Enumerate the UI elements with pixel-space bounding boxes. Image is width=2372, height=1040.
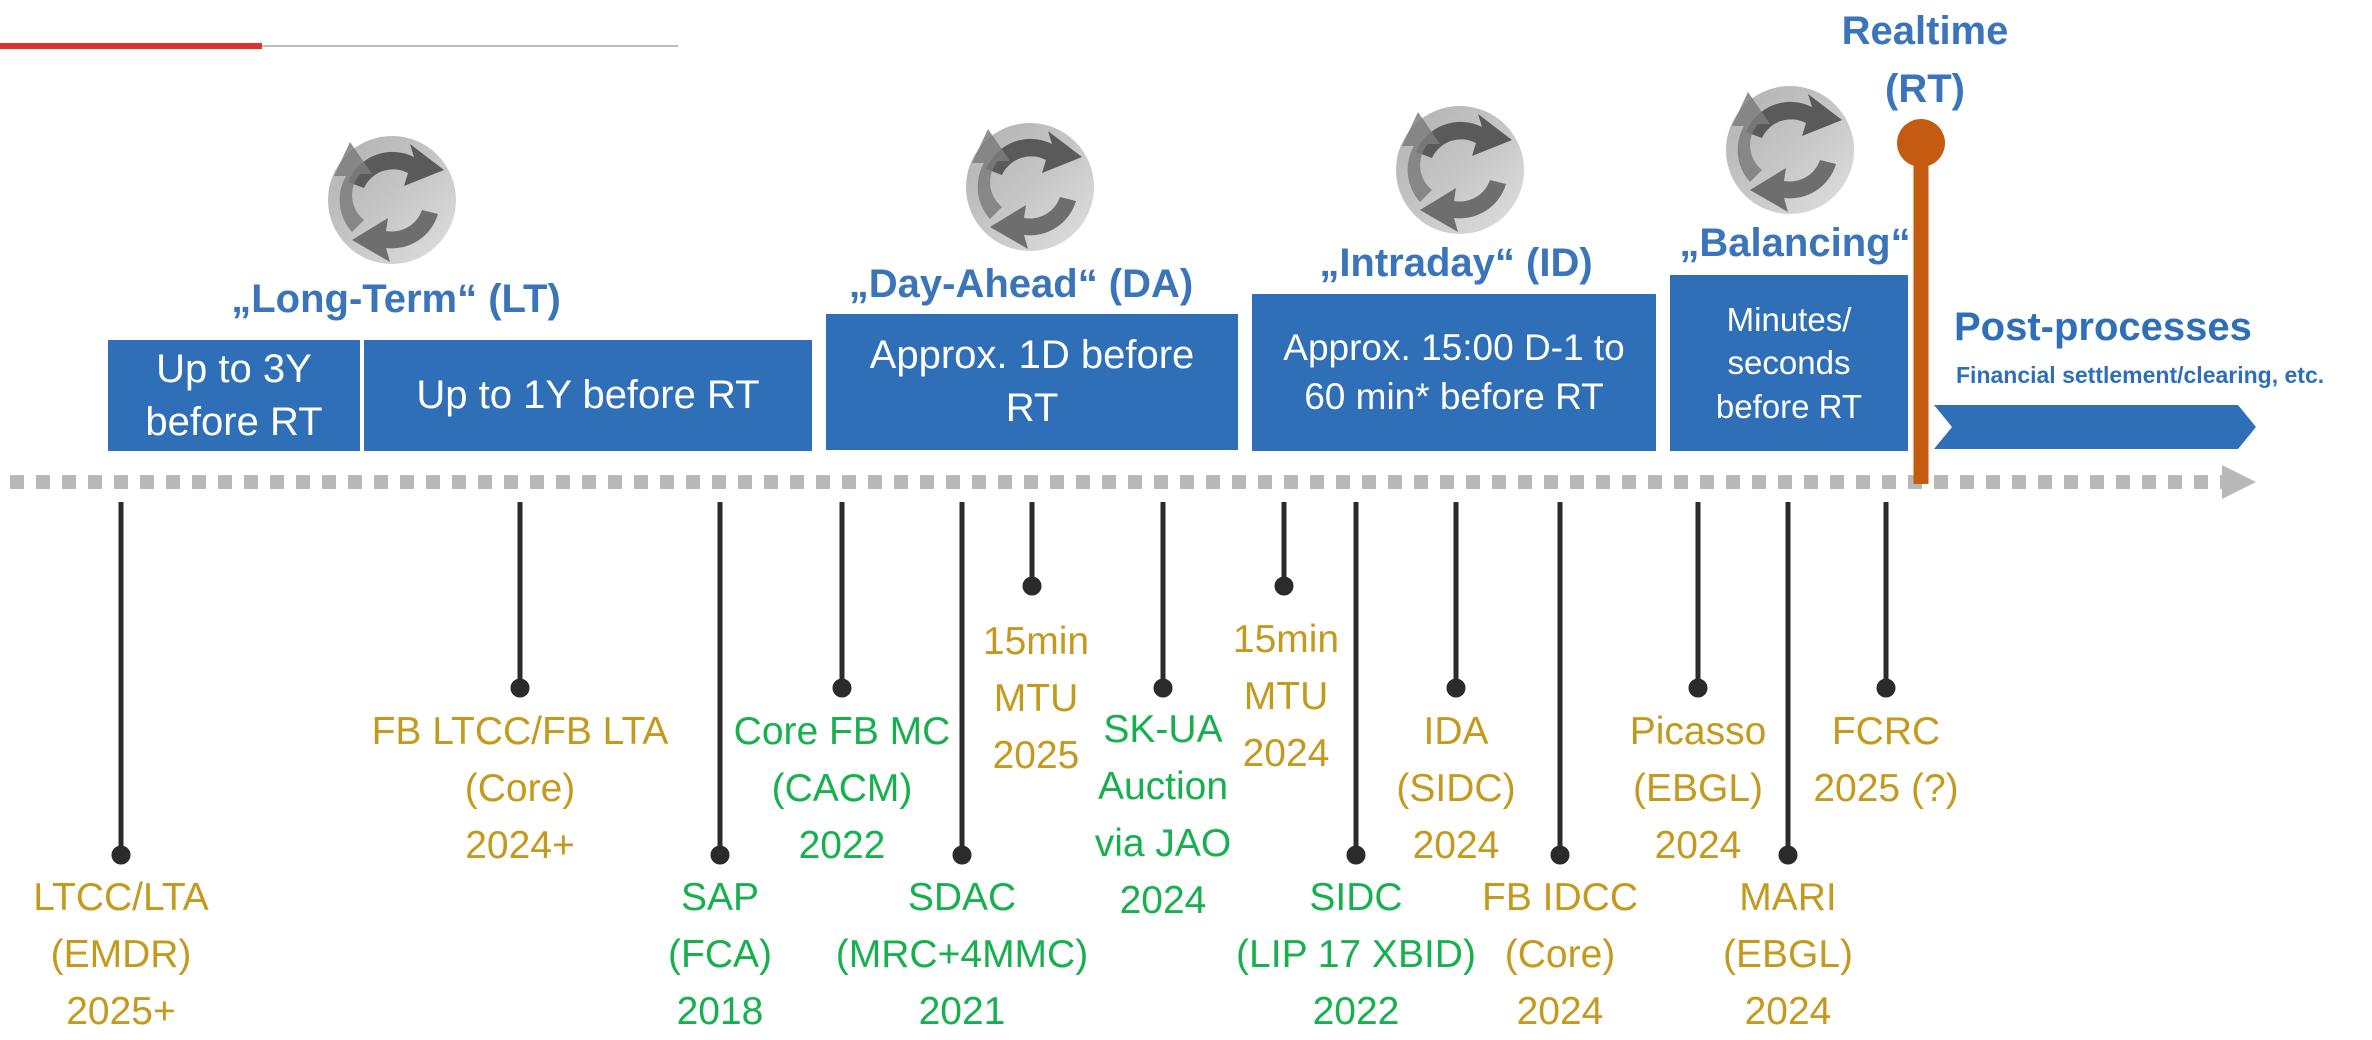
- label-line: 2024: [1654, 824, 1742, 867]
- day-ahead-title: „Day-Ahead“ (DA): [848, 262, 1194, 306]
- header-accent-grey: [262, 45, 678, 47]
- long-term-box-3y: Up to 3Y before RT: [108, 340, 360, 451]
- label-fb-idcc: FB IDCC (Core) 2024: [1482, 869, 1638, 1040]
- label-ida: IDA (SIDC) 2024: [1396, 703, 1515, 874]
- label-sk-ua: SK-UA Auction via JAO 2024: [1095, 701, 1232, 929]
- realtime-title: Realtime (RT): [1836, 2, 2014, 118]
- label-line: 2022: [1312, 990, 1400, 1033]
- label-line: 2024: [1744, 990, 1832, 1033]
- label-line: 2022: [798, 824, 886, 867]
- long-term-box-1y: Up to 1Y before RT: [364, 340, 812, 451]
- label-line: Core FB MC: [733, 710, 951, 753]
- drop-dot-mtu-2025: [1022, 576, 1042, 596]
- label-line: 2024: [1412, 824, 1500, 867]
- label-line: 2024+: [465, 824, 575, 867]
- label-sidc: SIDC (LIP 17 XBID) 2022: [1236, 869, 1476, 1040]
- label-line: (EMDR): [50, 933, 192, 976]
- drop-dot-fcrc: [1876, 678, 1896, 698]
- label-line: SIDC: [1309, 876, 1403, 919]
- label-line: 2021: [918, 990, 1006, 1033]
- label-line: 15min: [982, 620, 1090, 663]
- label-fb-ltcc: FB LTCC/FB LTA (Core) 2024+: [372, 703, 669, 874]
- label-line: 2024: [1119, 879, 1207, 922]
- label-line: MTU: [993, 677, 1079, 720]
- drop-dot-sk-ua: [1153, 678, 1173, 698]
- intraday-title: „Intraday“ (ID): [1319, 241, 1593, 285]
- drop-dot-ltcc: [111, 845, 131, 865]
- post-processes-subtitle: Financial settlement/clearing, etc.: [1956, 362, 2325, 388]
- label-line: FCRC: [1831, 710, 1941, 753]
- label-line: (LIP 17 XBID): [1236, 933, 1476, 976]
- label-picasso: Picasso (EBGL) 2024: [1630, 703, 1767, 874]
- label-line: (SIDC): [1396, 767, 1516, 810]
- drop-dot-ida: [1446, 678, 1466, 698]
- long-term-title: „Long-Term“ (LT): [231, 277, 561, 321]
- balancing-title: „Balancing“: [1679, 221, 1911, 265]
- label-line: 2025 (?): [1813, 767, 1959, 810]
- label-line: via JAO: [1094, 822, 1232, 865]
- label-line: 2025+: [66, 990, 176, 1033]
- label-line: SAP: [680, 876, 760, 919]
- label-line: (MRC+4MMC): [835, 933, 1089, 976]
- intraday-box: Approx. 15:00 D-1 to 60 min* before RT: [1252, 294, 1656, 451]
- drop-dot-core-fb-mc: [832, 678, 852, 698]
- label-sap: SAP (FCA) 2018: [668, 869, 772, 1040]
- cycle-arrows-icon: [966, 123, 1094, 251]
- label-sdac: SDAC (MRC+4MMC) 2021: [836, 869, 1088, 1040]
- realtime-title-line2: (RT): [1885, 67, 1965, 111]
- drop-dot-sap: [710, 845, 730, 865]
- label-fcrc: FCRC 2025 (?): [1813, 703, 1958, 817]
- drop-dot-picasso: [1688, 678, 1708, 698]
- label-line: 2024: [1242, 732, 1330, 775]
- label-line: FB LTCC/FB LTA: [371, 710, 669, 753]
- drop-dot-mtu-2024: [1274, 576, 1294, 596]
- header-accent-red: [0, 43, 262, 49]
- label-line: Auction: [1097, 765, 1229, 808]
- label-line: MARI: [1739, 876, 1837, 919]
- balancing-box: Minutes/ seconds before RT: [1670, 275, 1908, 451]
- label-line: SDAC: [907, 876, 1017, 919]
- drop-dot-mari: [1778, 845, 1798, 865]
- label-line: (CACM): [771, 767, 913, 810]
- post-processes-title: Post-processes: [1954, 305, 2252, 349]
- timeline-arrow-icon: [2222, 465, 2256, 499]
- drop-lines: [111, 502, 1896, 865]
- drop-dot-fb-idcc: [1550, 845, 1570, 865]
- day-ahead-box: Approx. 1D before RT: [826, 314, 1238, 450]
- label-line: MTU: [1243, 675, 1329, 718]
- realtime-title-line1: Realtime: [1841, 9, 2009, 53]
- label-line: (EBGL): [1632, 767, 1764, 810]
- label-line: (Core): [1504, 933, 1616, 976]
- realtime-marker-dot: [1897, 119, 1945, 167]
- label-line: SK-UA: [1103, 708, 1223, 751]
- cycle-arrows-icon: [328, 136, 456, 264]
- label-line: LTCC/LTA: [33, 876, 209, 919]
- drop-dot-sidc: [1346, 845, 1366, 865]
- label-line: (EBGL): [1722, 933, 1854, 976]
- drop-dot-fb-ltcc: [510, 678, 530, 698]
- label-line: 15min: [1232, 618, 1340, 661]
- label-line: IDA: [1423, 710, 1489, 753]
- drop-dot-sdac: [952, 845, 972, 865]
- label-line: (FCA): [668, 933, 772, 976]
- label-ltcc-lta: LTCC/LTA (EMDR) 2025+: [33, 869, 209, 1040]
- cycle-arrows-icon: [1726, 86, 1854, 214]
- label-line: (Core): [464, 767, 576, 810]
- label-line: 2024: [1516, 990, 1604, 1033]
- post-processes-arrow: [1934, 405, 2256, 449]
- label-line: 2025: [992, 734, 1080, 777]
- label-mari: MARI (EBGL) 2024: [1723, 869, 1853, 1040]
- label-line: Picasso: [1629, 710, 1767, 753]
- cycle-arrows-icon: [1396, 106, 1524, 234]
- label-line: FB IDCC: [1482, 876, 1638, 919]
- label-line: 2018: [676, 990, 764, 1033]
- label-core-fb-mc: Core FB MC (CACM) 2022: [734, 703, 951, 874]
